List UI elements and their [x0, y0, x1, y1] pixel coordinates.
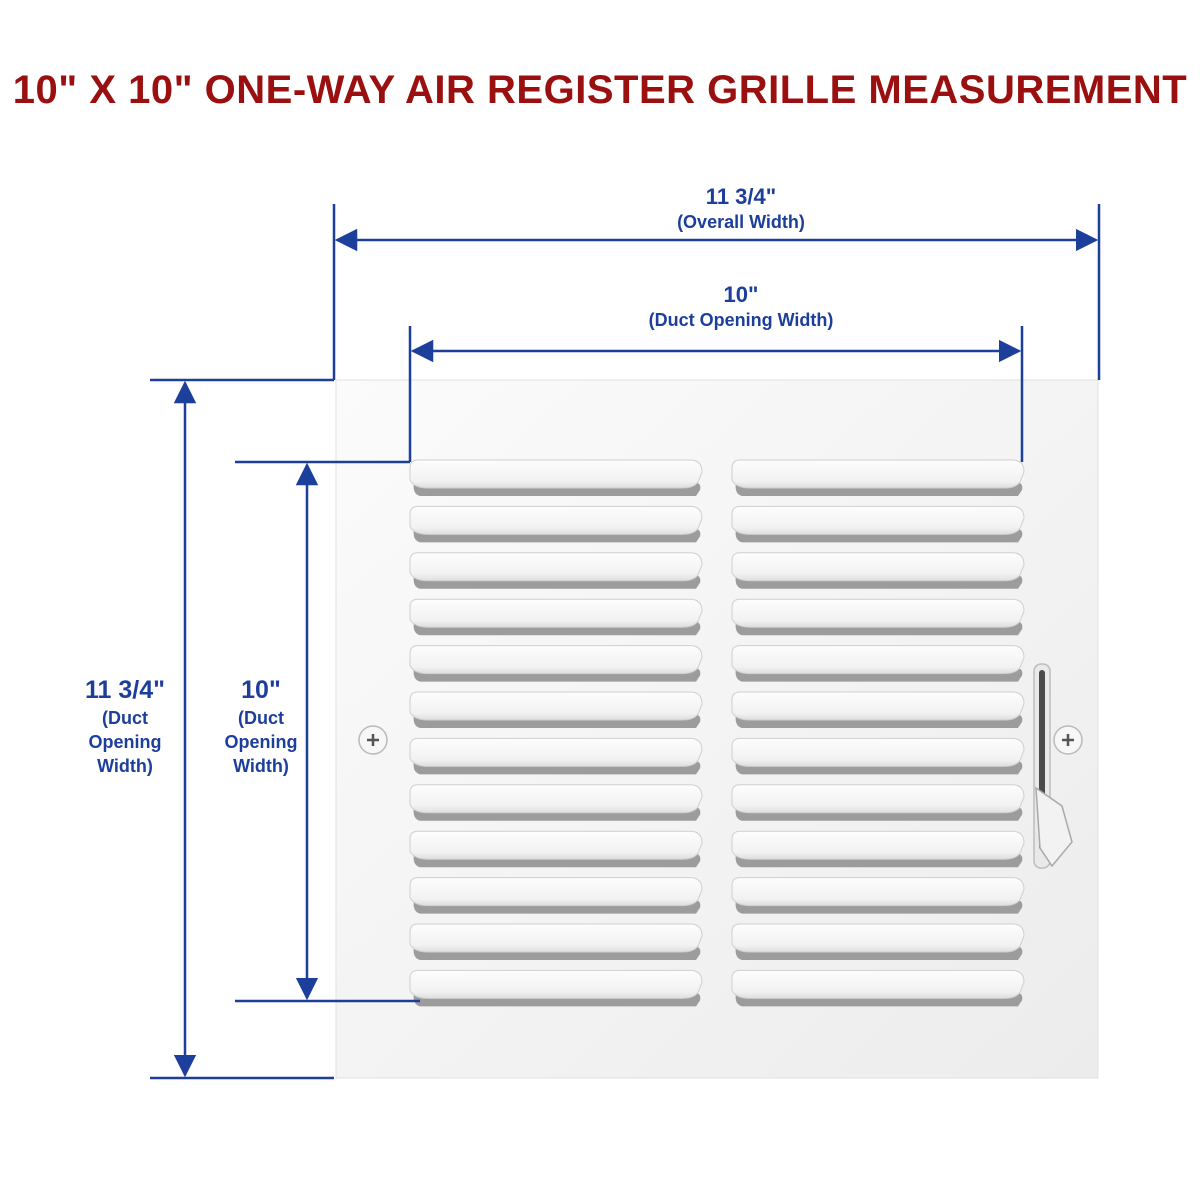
louver-blade [409, 691, 703, 728]
louver-blade [409, 923, 703, 960]
overall-width-label: 11 3/4" (Overall Width) [616, 184, 866, 234]
louver-group [409, 459, 1025, 1007]
grille-face-plate [335, 379, 1099, 1079]
duct-height-label: 10" (Duct Opening Width) [206, 674, 316, 778]
louver-blade [731, 877, 1025, 914]
overall-height-caption-line: Opening [88, 732, 162, 752]
louver-blade [409, 877, 703, 914]
louver-blade [731, 645, 1025, 682]
louver-blade [409, 645, 703, 682]
louver-blade [409, 598, 703, 636]
overall-width-caption: (Overall Width) [677, 212, 805, 232]
louver-blade [409, 505, 703, 543]
duct-width-value: 10" [723, 282, 759, 307]
overall-height-label: 11 3/4" (Duct Opening Width) [60, 674, 190, 778]
louver-blade [731, 969, 1025, 1007]
louver-blade [409, 737, 703, 775]
page-title: 10" X 10" ONE-WAY AIR REGISTER GRILLE ME… [12, 68, 1188, 112]
overall-width-value: 11 3/4" [705, 184, 777, 209]
louver-blade [731, 459, 1025, 496]
louver-blade [731, 691, 1025, 728]
dimension-lines [150, 204, 1101, 1080]
louver-blade [731, 830, 1025, 868]
duct-width-caption: (Duct Opening Width) [648, 310, 834, 330]
louver-blade [731, 505, 1025, 543]
louver-blade [731, 598, 1025, 636]
louver-blade [409, 830, 703, 868]
duct-width-label: 10" (Duct Opening Width) [591, 282, 891, 332]
louver-blade [409, 552, 703, 589]
overall-height-caption-line: Width) [97, 756, 153, 776]
louver-blade [731, 784, 1025, 821]
duct-height-caption-line: Width) [233, 756, 289, 776]
louver-blade [731, 737, 1025, 775]
damper-lever-icon [1033, 663, 1073, 869]
screw-icon [358, 725, 388, 755]
louver-blade [409, 459, 703, 496]
overall-height-caption-line: (Duct [102, 708, 148, 728]
duct-height-value: 10" [241, 676, 281, 704]
louver-blade [731, 552, 1025, 589]
duct-height-caption-line: (Duct [238, 708, 284, 728]
louver-blade [409, 784, 703, 821]
overall-height-value: 11 3/4" [85, 676, 165, 704]
screw-icon [1053, 725, 1083, 755]
louver-blade [409, 969, 703, 1007]
duct-height-caption-line: Opening [224, 732, 298, 752]
louver-blade [731, 923, 1025, 960]
